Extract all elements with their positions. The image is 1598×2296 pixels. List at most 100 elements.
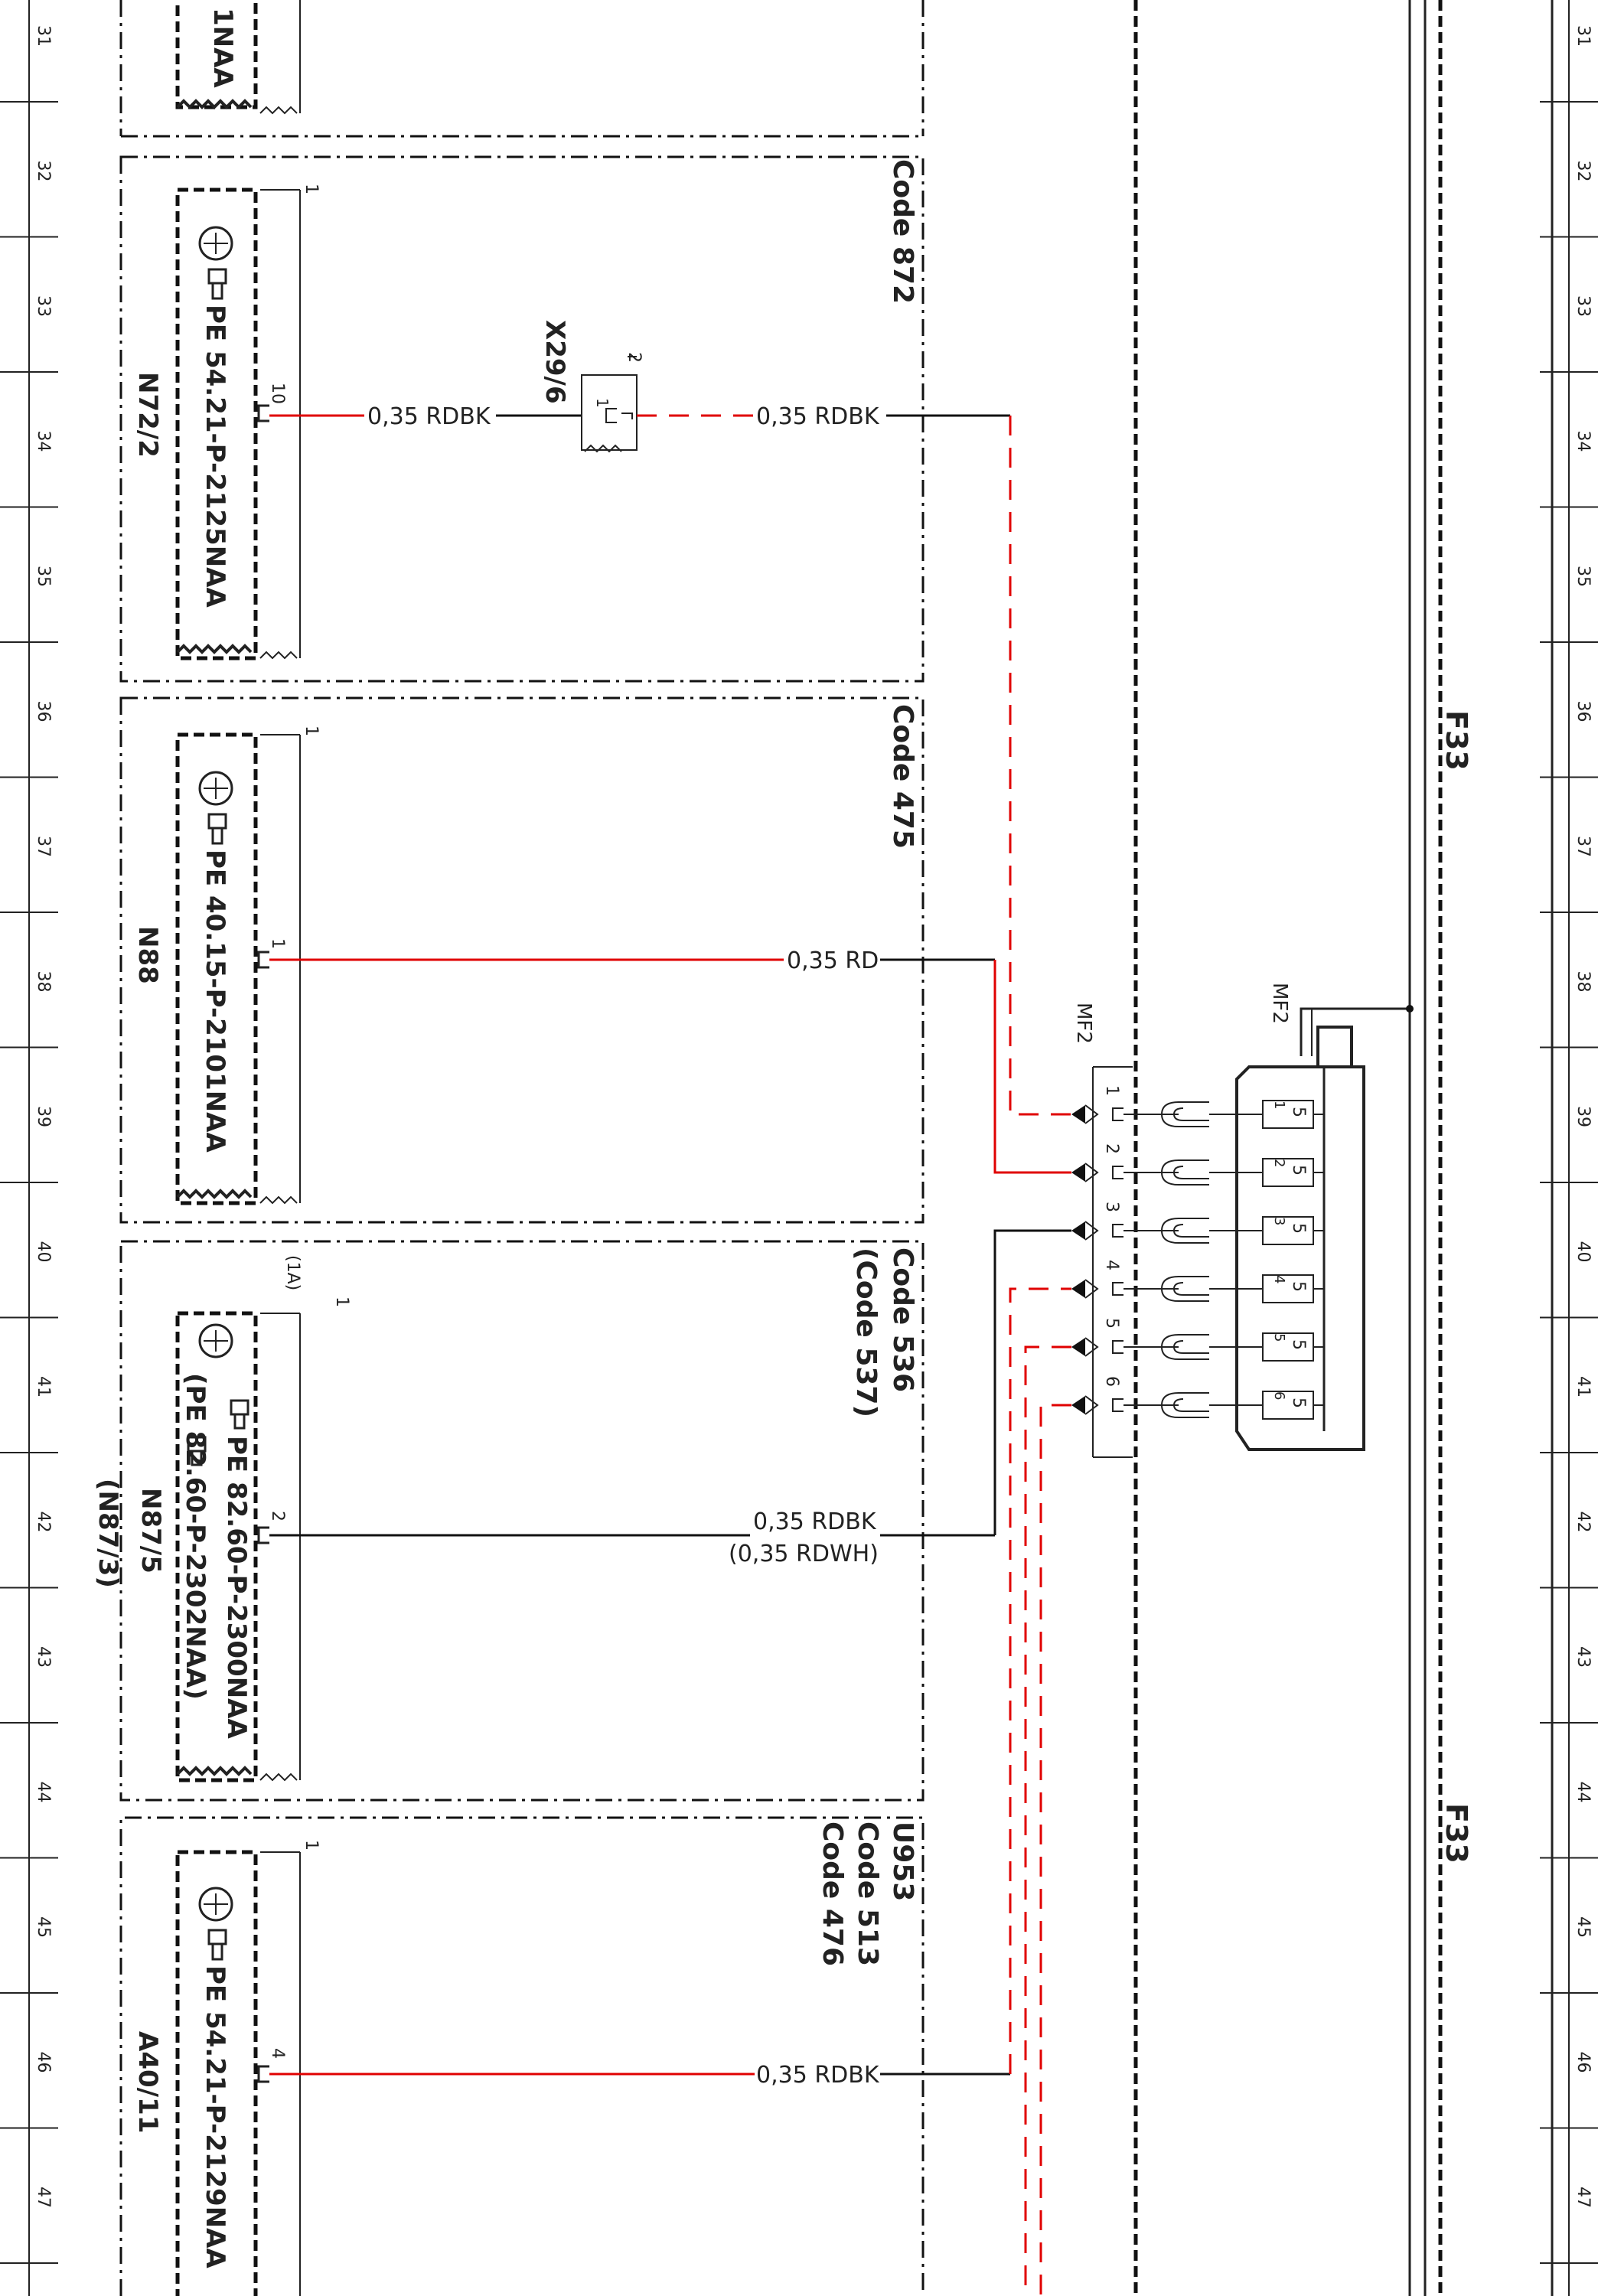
code-label: U953 [887, 1821, 918, 1901]
row-number: 47 [34, 2187, 53, 2208]
row-number: 42 [1574, 1512, 1593, 1533]
mf2-pin: 2 [1071, 1143, 1263, 1186]
mf2-pin: 5 [1071, 1318, 1263, 1360]
mf2-fuse-label: MF2 [1268, 983, 1291, 1024]
fuse-rating: 5 [1289, 1223, 1308, 1234]
hand-pointer-icon [207, 268, 227, 300]
pe-reference: PE 54.21-P-2125NAA [200, 305, 230, 608]
mf2-pin-number: 2 [1102, 1143, 1121, 1154]
wire-label-2: 0,35 RDBK [756, 403, 880, 430]
code-label-2: Code 513 [852, 1821, 883, 1966]
row-number: 35 [34, 566, 53, 587]
row-number: 46 [1574, 2052, 1593, 2073]
wire-label-alt: (0,35 RDWH) [729, 1541, 879, 1567]
code-label: Code 536 [887, 1247, 918, 1392]
fuse-number: 3 [1271, 1217, 1287, 1225]
pe-reference: PE 40.15-P-2101NAA [200, 850, 230, 1153]
row-number: 32 [1574, 161, 1593, 182]
pe-reference-alt: (PE 82.60-P-2302NAA) [180, 1373, 210, 1700]
connector-id: X29/6 [540, 320, 570, 404]
row-number: 43 [34, 1646, 53, 1668]
mf2-pin-number: 4 [1102, 1260, 1121, 1270]
component-id-alt: (N87/3) [93, 1479, 123, 1588]
fuse: 65 [1262, 1391, 1324, 1420]
connector-pin: 1 [593, 398, 611, 408]
row-number: 37 [34, 836, 53, 857]
row-number: 42 [34, 1512, 53, 1533]
row-number: 47 [1574, 2187, 1593, 2208]
code-label: Code 475 [887, 704, 918, 849]
row-number: 43 [1574, 1646, 1593, 1668]
row-number: 39 [34, 1106, 53, 1127]
fuse: 25 [1262, 1158, 1324, 1187]
row-number: 36 [1574, 701, 1593, 722]
mf2-connector: MF2 1 2 3 4 5 6 [1071, 1003, 1263, 1458]
code-label-3: Code 476 [817, 1821, 848, 1966]
row-number: 33 [34, 295, 53, 317]
module-n88: 1 PE 40.15-P-2101NAA N88 Code 475 1 0,35… [119, 696, 1071, 1224]
top-fragment: 1NAA [119, 0, 925, 138]
mf2-pin-number: 5 [1102, 1318, 1121, 1329]
row-number: 40 [34, 1241, 53, 1263]
pin-number: 10 [268, 383, 287, 404]
pin-top-label: 1 [302, 726, 321, 736]
row-number: 31 [34, 25, 53, 47]
row-number: 37 [1574, 836, 1593, 857]
pin-number: 4 [268, 2048, 287, 2059]
fuse-number: 1 [1271, 1101, 1287, 1109]
mf2-pin: 1 [1071, 1085, 1263, 1127]
bus-lines [1133, 0, 1554, 2296]
pin-top-label: 1 [302, 184, 321, 194]
transistor-icon [198, 1887, 233, 1922]
mf2-pin-number: 3 [1102, 1202, 1121, 1212]
fuse: 55 [1262, 1332, 1324, 1362]
row-number: 41 [34, 1376, 53, 1397]
row-number: 44 [1574, 1782, 1593, 1803]
row-number: 38 [1574, 971, 1593, 993]
fuse-number: 4 [1271, 1275, 1287, 1283]
row-number: 31 [1574, 25, 1593, 47]
row-number: 32 [34, 161, 53, 182]
outgoing-wires [1024, 1345, 1071, 2296]
row-number: 36 [34, 701, 53, 722]
transistor-icon [198, 226, 233, 261]
module-n87-5: 1 (1A) PE 82.60-P-2300NAA (PE 82.60-P-23… [93, 1229, 1071, 1802]
row-number: 35 [1574, 566, 1593, 587]
connector-x29-6: 2 1 X29/6 [540, 320, 644, 453]
pe-reference: PE 82.60-P-2300NAA [221, 1436, 252, 1739]
hand-pointer-icon [207, 813, 227, 845]
hand-pointer-icon [187, 1436, 207, 1466]
component-id: N88 [132, 926, 163, 984]
row-number: 45 [1574, 1916, 1593, 1938]
f33-label-top: F33 [1440, 710, 1473, 771]
row-number: 34 [34, 431, 53, 452]
pin-top-label: 1 [332, 1296, 351, 1307]
row-number: 44 [34, 1782, 53, 1803]
mf2-pin: 4 [1071, 1260, 1263, 1302]
mf2-label: MF2 [1072, 1003, 1095, 1044]
row-number: 34 [1574, 431, 1593, 452]
wire-label: 0,35 RDBK [753, 1508, 877, 1535]
pin-top-alt-label: (1A) [283, 1255, 302, 1290]
component-id: A40/11 [132, 2031, 163, 2133]
fuse-rating: 5 [1289, 1281, 1308, 1292]
wire-label: 0,35 RD [787, 947, 879, 974]
fuse-rating: 5 [1289, 1397, 1308, 1408]
fuse-rating: 5 [1289, 1107, 1308, 1117]
fuse-rating: 5 [1289, 1165, 1308, 1176]
component-id: N72/2 [132, 372, 163, 458]
code-label-alt: (Code 537) [850, 1247, 882, 1417]
mf2-pin: 6 [1071, 1376, 1263, 1418]
pe-reference: PE 54.21-P-2129NAA [200, 1965, 230, 2268]
mf2-pin-number: 1 [1102, 1085, 1121, 1096]
mf2-pin: 3 [1071, 1202, 1263, 1244]
fuse: 15 [1262, 1100, 1324, 1129]
fuse: 45 [1262, 1274, 1324, 1303]
module-a40-11: 1 PE 54.21-P-2129NAA A40/11 U953 Code 51… [119, 1287, 1071, 2296]
row-number: 46 [34, 2052, 53, 2073]
hand-pointer-icon [230, 1399, 249, 1430]
row-number: 39 [1574, 1106, 1593, 1127]
